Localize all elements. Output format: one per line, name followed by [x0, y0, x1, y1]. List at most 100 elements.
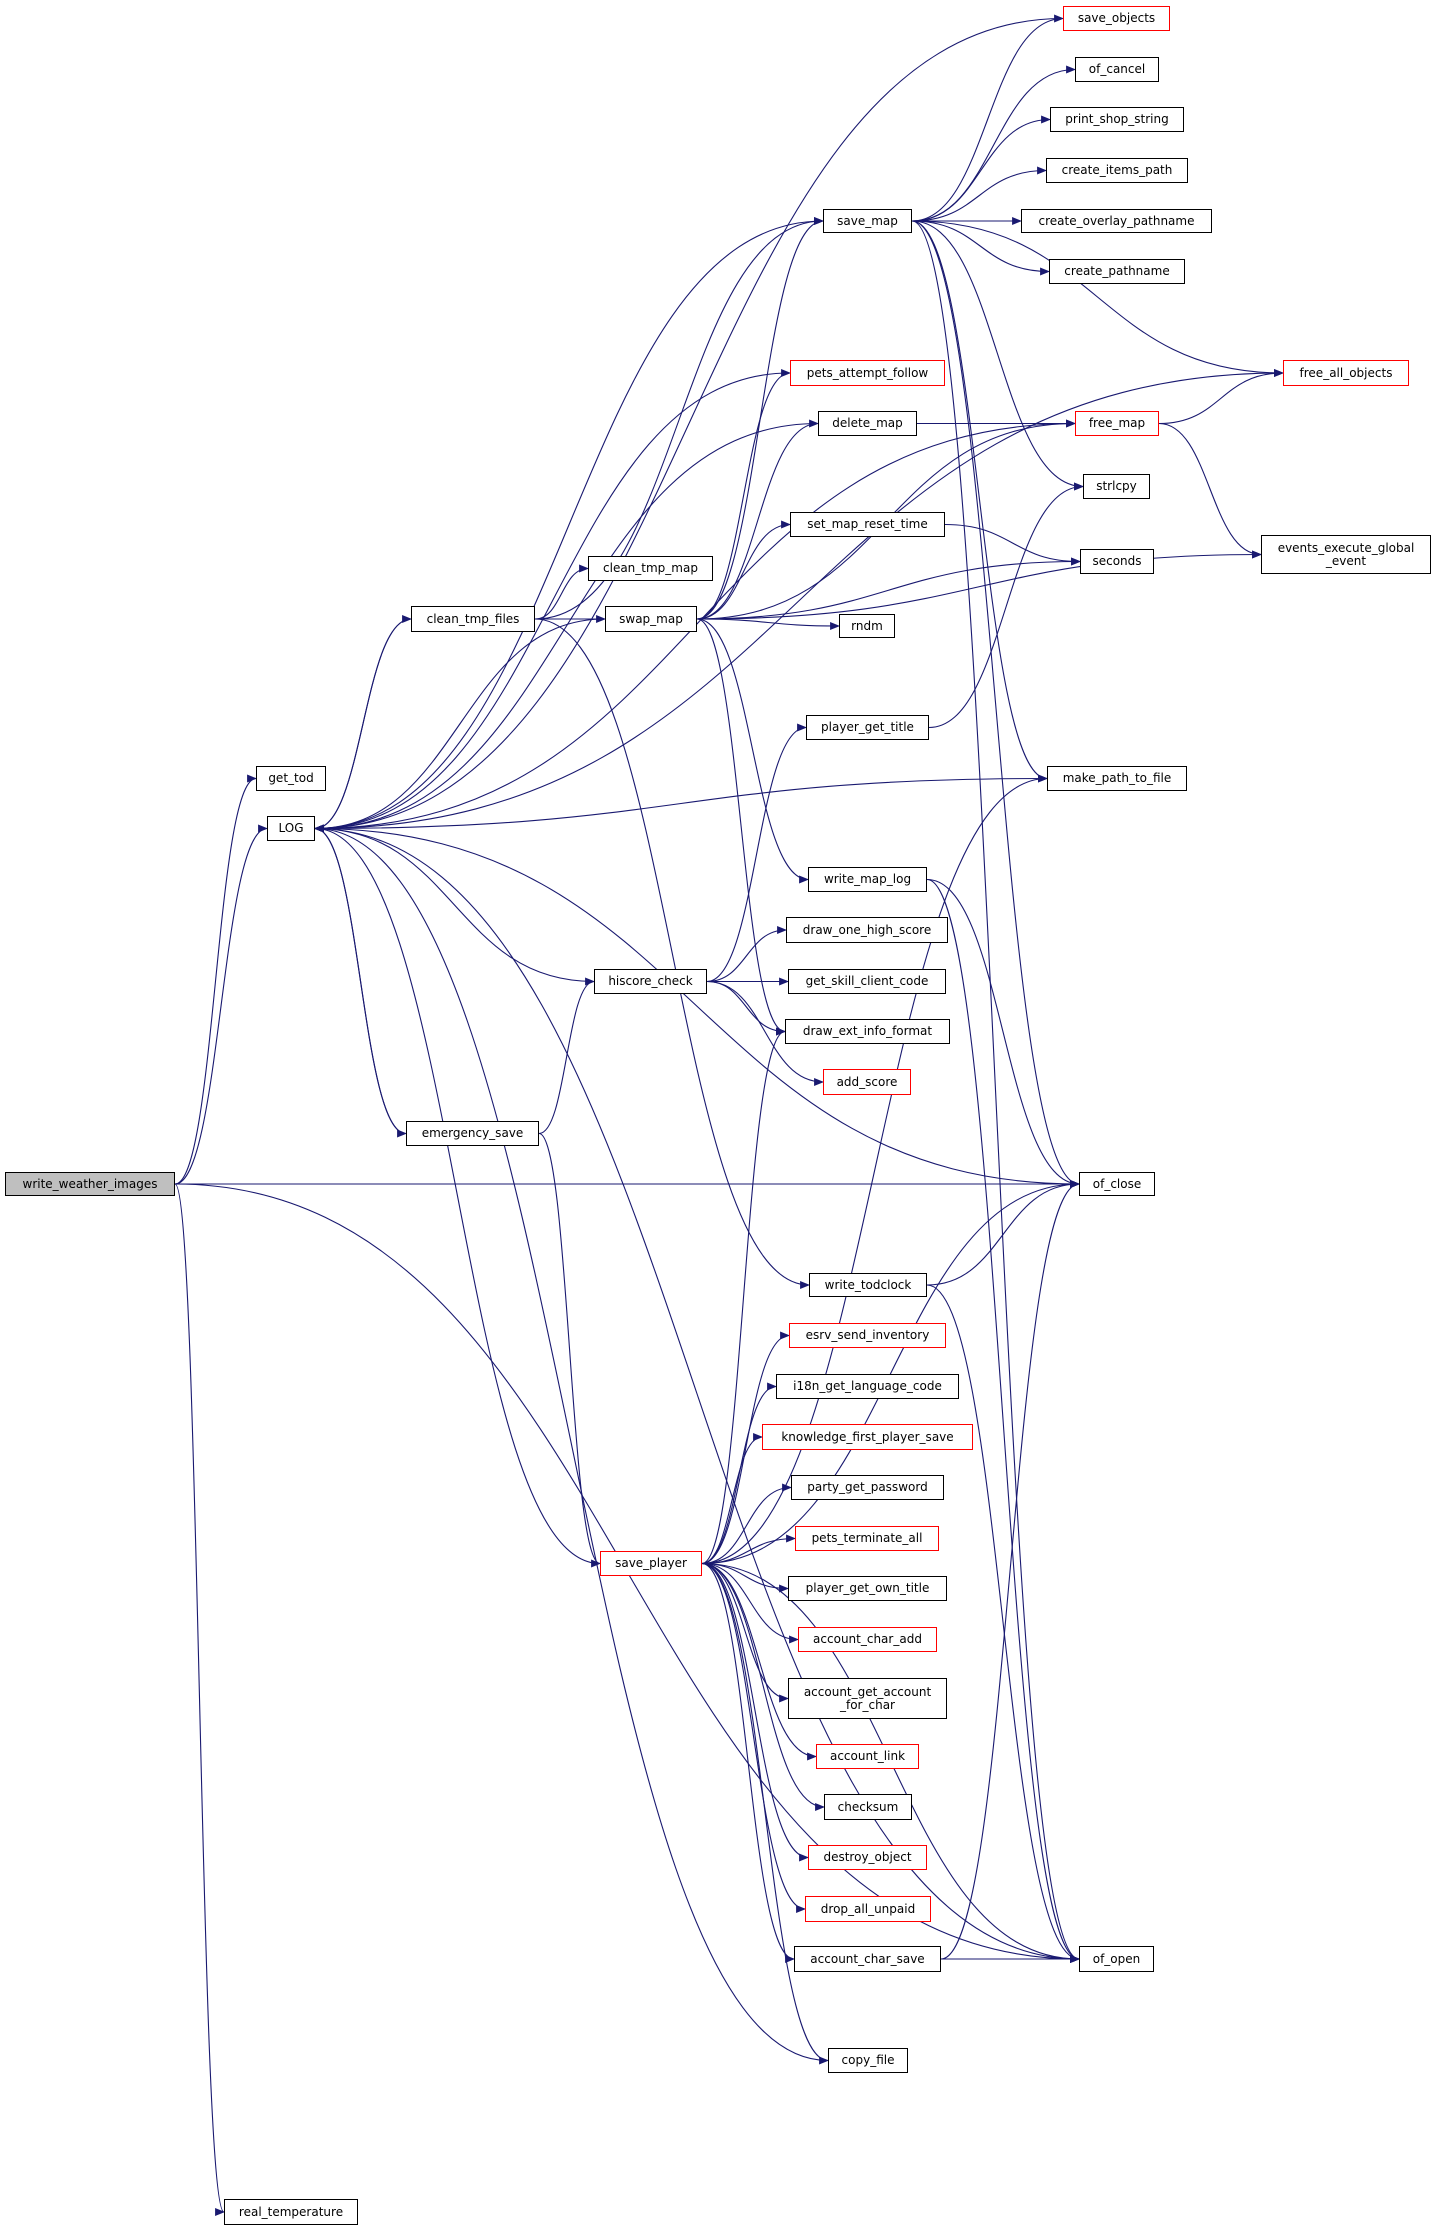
edge-hiscore_check-to-draw_ext_info_format [706, 980, 786, 1036]
node-hiscore-check[interactable]: hiscore_check [594, 969, 707, 994]
node-player-get-own-title[interactable]: player_get_own_title [788, 1576, 947, 1601]
node-checksum[interactable]: checksum [824, 1794, 912, 1820]
node-seconds[interactable]: seconds [1080, 549, 1154, 574]
node-esrv-send-inventory[interactable]: esrv_send_inventory [789, 1323, 946, 1348]
edge-make_path_to_file-to-LOG [314, 777, 1048, 833]
edge-clean_tmp_files-to-save_map [534, 217, 824, 620]
node-of-open[interactable]: of_open [1079, 1946, 1154, 1972]
node-player-get-title[interactable]: player_get_title [806, 715, 929, 740]
node-add-score[interactable]: add_score [823, 1069, 911, 1095]
edge-swap_map-to-delete_map [696, 419, 819, 620]
edge-swap_map-to-LOG [314, 618, 606, 833]
node-emergency-save[interactable]: emergency_save [406, 1121, 539, 1146]
node-get-tod[interactable]: get_tod [256, 766, 326, 791]
node-write-map-log[interactable]: write_map_log [808, 867, 927, 892]
node-of-close[interactable]: of_close [1079, 1172, 1155, 1196]
node-swap-map[interactable]: swap_map [605, 606, 697, 632]
node-save-map[interactable]: save_map [823, 209, 912, 233]
node-pets-terminate-all[interactable]: pets_terminate_all [795, 1526, 939, 1551]
node-write-weather-images[interactable]: write_weather_images [5, 1172, 175, 1196]
node-create-items-path[interactable]: create_items_path [1046, 158, 1188, 183]
edge-save_map-to-of_close [911, 220, 1080, 1188]
edge-write_map_log-to-of_open [926, 878, 1080, 1963]
node-account-char-save[interactable]: account_char_save [794, 1946, 941, 1972]
edge-of_close-to-LOG [314, 824, 1080, 1185]
node-party-get-password[interactable]: party_get_password [791, 1475, 944, 1500]
node-set-map-reset-time[interactable]: set_map_reset_time [790, 512, 945, 537]
node-make-path-to-file[interactable]: make_path_to_file [1047, 766, 1187, 791]
node-account-char-add[interactable]: account_char_add [798, 1627, 937, 1652]
edge-save_map-to-make_path_to_file [911, 220, 1048, 783]
edge-swap_map-to-set_map_reset_time [696, 520, 791, 620]
edge-save_map-to-create_items_path [911, 166, 1047, 222]
edge-save_map-to-LOG [314, 220, 824, 833]
edge-swap_map-to-rndm [696, 618, 840, 630]
edge-save_objects-to-LOG [314, 17, 1064, 833]
edge-save_player-to-account_char_add [701, 1562, 799, 1644]
node-drop-all-unpaid[interactable]: drop_all_unpaid [805, 1896, 931, 1922]
edge-swap_map-to-pets_attempt_follow [696, 369, 791, 620]
edge-delete_map-to-LOG [314, 422, 819, 833]
edge-swap_map-to-write_map_log [696, 618, 809, 884]
edge-save_player-to-draw_ext_info_format [701, 1027, 786, 1565]
node-pets-attempt-follow[interactable]: pets_attempt_follow [790, 360, 945, 386]
edge-free_map-to-free_all_objects [1158, 369, 1284, 425]
node-events-execute-global-event[interactable]: events_execute_global _event [1261, 535, 1431, 574]
node-knowledge-first-player-save[interactable]: knowledge_first_player_save [762, 1424, 973, 1450]
edge-swap_map-to-draw_ext_info_format [696, 618, 786, 1036]
node-print-shop-string[interactable]: print_shop_string [1050, 107, 1184, 132]
edge-save_map-to-create_pathname [911, 220, 1050, 276]
node-draw-one-high-score[interactable]: draw_one_high_score [786, 917, 948, 943]
edge-hiscore_check-to-draw_one_high_score [706, 926, 787, 983]
edge-of_open-to-LOG [314, 824, 1080, 1960]
node-free-all-objects[interactable]: free_all_objects [1283, 360, 1409, 386]
edge-free_all_objects-to-LOG [314, 372, 1284, 833]
node-real-temperature[interactable]: real_temperature [224, 2199, 358, 2225]
edge-swap_map-to-events_execute_global_event [696, 550, 1262, 620]
edge-save_player-to-LOG [314, 824, 601, 1565]
edge-clean_tmp_files-to-LOG [314, 618, 412, 833]
node-draw-ext-info-format[interactable]: draw_ext_info_format [785, 1019, 950, 1044]
edge-save_player-to-destroy_object [701, 1562, 809, 1862]
node-account-link[interactable]: account_link [816, 1744, 919, 1769]
edge-hiscore_check-to-add_score [706, 980, 824, 1086]
edge-save_player-to-account_get_account_for_char [701, 1562, 789, 1703]
edge-free_map-to-events_execute_global_event [1158, 422, 1262, 559]
node-destroy-object[interactable]: destroy_object [808, 1845, 927, 1870]
edge-emergency_save-to-hiscore_check [538, 977, 595, 1135]
edge-save_map-to-free_all_objects [911, 220, 1284, 377]
edge-save_player-to-make_path_to_file [701, 774, 1048, 1565]
edge-save_map-to-of_cancel [911, 65, 1076, 222]
edge-clean_tmp_files-to-clean_tmp_map [534, 564, 589, 620]
edge-write_todclock-to-of_close [926, 1180, 1080, 1286]
edge-save_map-to-save_objects [911, 14, 1064, 222]
edge-emergency_save-to-LOG [314, 824, 407, 1135]
node-account-get-account-for-char[interactable]: account_get_account _for_char [788, 1678, 947, 1719]
edge-save_map-to-print_shop_string [911, 115, 1051, 222]
edge-save_map-to-of_open [911, 220, 1080, 1963]
edge-account_char_save-to-of_close [940, 1180, 1080, 1960]
node-clean-tmp-files[interactable]: clean_tmp_files [411, 606, 535, 632]
node-free-map[interactable]: free_map [1075, 411, 1159, 436]
node-LOG[interactable]: LOG [267, 816, 315, 841]
node-rndm[interactable]: rndm [839, 614, 895, 638]
node-create-pathname[interactable]: create_pathname [1049, 259, 1185, 284]
node-save-objects[interactable]: save_objects [1063, 6, 1170, 31]
node-delete-map[interactable]: delete_map [818, 411, 917, 436]
node-write-todclock[interactable]: write_todclock [809, 1273, 927, 1297]
edge-hiscore_check-to-player_get_title [706, 723, 807, 983]
node-copy-file[interactable]: copy_file [828, 2048, 908, 2073]
edge-write_weather_images-to-get_tod [174, 774, 257, 1185]
node-of-cancel[interactable]: of_cancel [1075, 57, 1159, 82]
node-strlcpy[interactable]: strlcpy [1083, 474, 1150, 499]
node-clean-tmp-map[interactable]: clean_tmp_map [588, 556, 713, 581]
edge-clean_tmp_files-to-write_todclock [534, 618, 810, 1289]
edge-swap_map-to-seconds [696, 557, 1081, 620]
edge-emergency_save-to-save_player [538, 1132, 601, 1568]
node-i18n-get-language-code[interactable]: i18n_get_language_code [776, 1374, 959, 1399]
node-save-player[interactable]: save_player [600, 1551, 702, 1576]
edge-hiscore_check-to-LOG [314, 824, 595, 983]
node-get-skill-client-code[interactable]: get_skill_client_code [788, 969, 946, 994]
node-create-overlay-pathname[interactable]: create_overlay_pathname [1021, 209, 1212, 233]
